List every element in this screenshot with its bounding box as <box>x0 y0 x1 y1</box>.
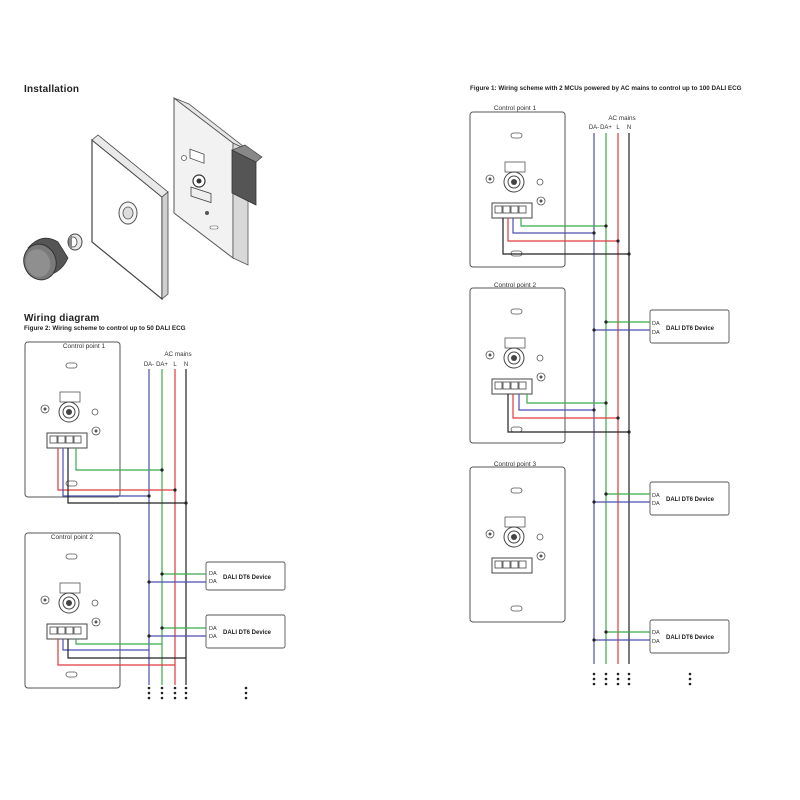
fig1-dali-device-2 <box>649 481 730 516</box>
installation-illustration <box>23 96 263 301</box>
installation-heading: Installation <box>24 84 80 95</box>
fig1-da-minus-label: DA- <box>589 125 599 131</box>
control-point-2-label: Control point 2 <box>51 534 94 541</box>
dali-device-1 <box>205 561 286 591</box>
fig1-l-label: L <box>616 125 620 131</box>
n-label: N <box>184 362 188 368</box>
fig1-da-plus-label: DA+ <box>600 125 612 131</box>
figure-1-caption: Figure 1: Wiring scheme with 2 MCUs powe… <box>470 85 742 92</box>
dali-device-1-label: DALI DT6 Device <box>223 575 272 581</box>
fig1-n-label: N <box>627 125 631 131</box>
dali-device-2 <box>205 614 286 649</box>
fig1-dali-device-3-da-1: DA <box>652 630 660 636</box>
figure-2-diagram: Control point 1 Control point 2 AC mains… <box>24 341 286 700</box>
dali-device-1-da-2: DA <box>209 579 217 585</box>
wiring-diagram-heading: Wiring diagram <box>24 313 100 324</box>
fig1-dali-device-1 <box>649 309 730 344</box>
fig1-dali-device-2-da-1: DA <box>652 493 660 499</box>
fig1-cp1-label: Control point 1 <box>494 105 537 112</box>
ac-mains-label: AC mains <box>164 351 191 358</box>
fig1-control-point-1-panel <box>469 111 566 268</box>
da-plus-label: DA+ <box>156 362 168 368</box>
fig1-control-point-2-panel <box>469 287 566 444</box>
fig1-dali-device-1-da-1: DA <box>652 321 660 327</box>
dali-device-1-da-1: DA <box>209 571 217 577</box>
l-label: L <box>173 362 177 368</box>
fig1-dali-device-2-da-2: DA <box>652 501 660 507</box>
control-point-1-label: Control point 1 <box>63 343 106 350</box>
fig1-dali-device-3 <box>649 619 730 654</box>
fig1-dali-device-3-label: DALI DT6 Device <box>666 635 715 641</box>
fig1-cp2-label: Control point 2 <box>494 282 537 289</box>
da-minus-label: DA- <box>144 362 154 368</box>
control-point-1-panel <box>24 341 121 498</box>
dali-device-2-da-2: DA <box>209 634 217 640</box>
fig1-dali-device-3-da-2: DA <box>652 639 660 645</box>
fig1-dali-device-1-label: DALI DT6 Device <box>666 326 715 332</box>
fig1-ac-mains-label: AC mains <box>608 115 635 122</box>
fig1-dali-device-1-da-2: DA <box>652 330 660 336</box>
fig1-dali-device-2-label: DALI DT6 Device <box>666 497 715 503</box>
figure-1-diagram: Control point 1 Control point 2 Control … <box>469 105 730 686</box>
fig1-control-point-3-panel <box>469 466 566 623</box>
fig1-cp3-label: Control point 3 <box>494 461 537 468</box>
figure-2-caption: Figure 2: Wiring scheme to control up to… <box>24 325 186 332</box>
dali-device-2-label: DALI DT6 Device <box>223 630 272 636</box>
dali-device-2-da-1: DA <box>209 626 217 632</box>
